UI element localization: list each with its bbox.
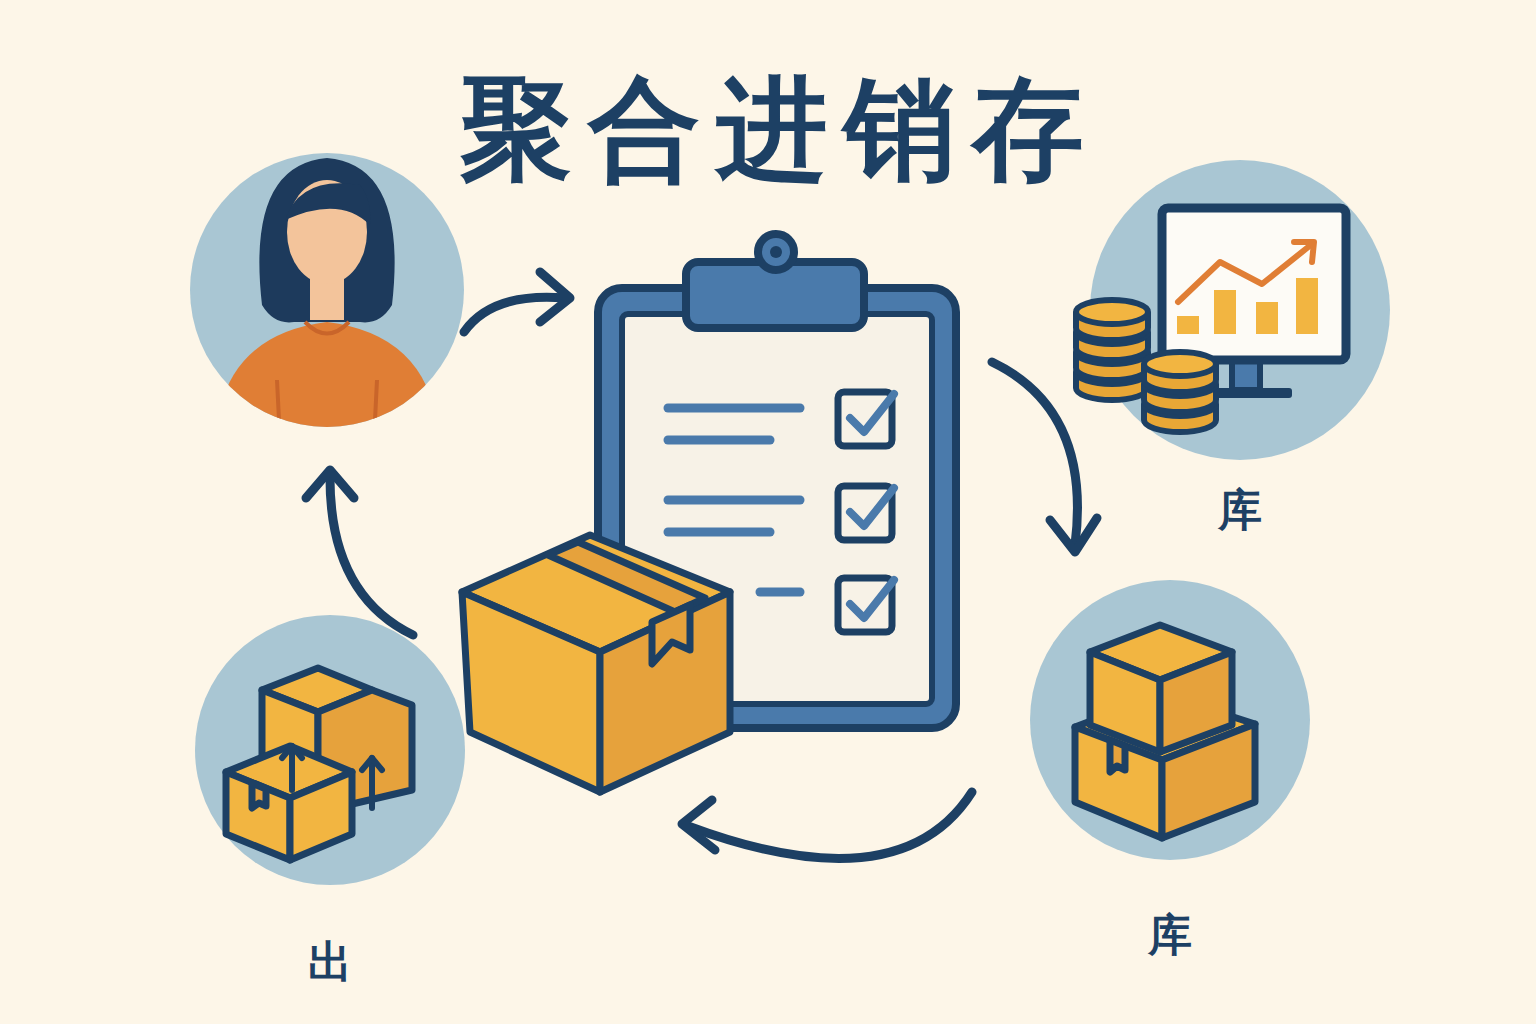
diagram-title: 聚合进销存 — [460, 68, 1100, 191]
storage-label: 库 — [1140, 906, 1200, 965]
node-label: 库 — [1218, 485, 1262, 536]
stock-boxes-icon — [1030, 580, 1310, 860]
storage-label: 库 — [1210, 481, 1270, 540]
person-icon — [190, 153, 464, 440]
clipboard-icon — [598, 234, 956, 728]
outbound-label: 出 — [300, 933, 360, 992]
node-label: 库 — [1148, 910, 1192, 961]
node-label: 出 — [308, 937, 352, 988]
box-icon — [462, 535, 730, 792]
outbound-boxes-icon — [195, 615, 465, 885]
sales-chart-icon — [1076, 160, 1390, 460]
